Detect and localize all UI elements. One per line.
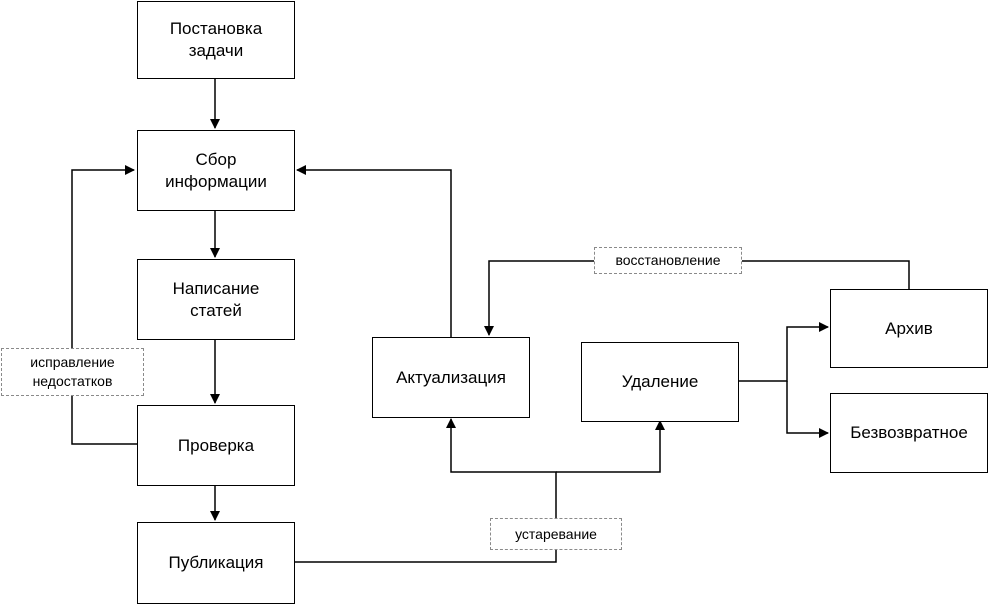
arrow-obsolete-to-delete [556,420,665,473]
arrow-update-to-collect [296,165,452,337]
node-collect-info: Сбор информации [137,130,295,211]
node-write-articles: Написание статей [137,259,295,340]
node-delete: Удаление [581,342,739,422]
node-publish: Публикация [137,522,295,604]
node-task: Постановка задачи [137,1,295,79]
label-obsolete: устаревание [490,518,622,550]
node-update: Актуализация [372,337,530,418]
arrow-delete-to-archive [739,322,829,382]
arrow-review-fix-loop [71,165,137,445]
label-fix-defects: исправление недостатков [1,348,144,396]
node-review: Проверка [137,405,295,486]
node-archive: Архив [830,289,988,368]
node-permanent: Безвозвратное [830,393,988,473]
arrow-delete-to-permanent [786,381,829,438]
label-restore: восстановление [594,247,742,274]
